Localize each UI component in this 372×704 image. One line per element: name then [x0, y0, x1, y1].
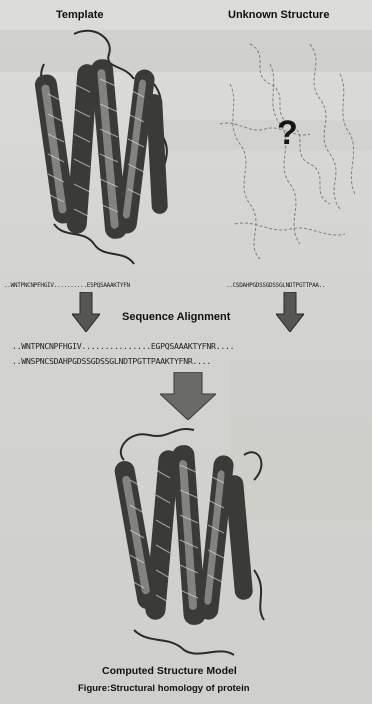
computed-model-label: Computed Structure Model [102, 665, 237, 677]
question-mark: ? [277, 114, 298, 153]
unknown-structure-label: Unknown Structure [228, 9, 329, 21]
template-label: Template [56, 9, 103, 21]
computed-model-image [104, 420, 274, 662]
template-protein-image [14, 24, 184, 274]
unknown-sequence-top: ..CSDAHPGDSSGDSSGLNDTPGTTPAA.. [226, 282, 325, 289]
template-sequence-top: ..WNTPNCNPFHGIV..........ESPQSAAAKTYFN [4, 282, 130, 289]
sequence-alignment-label: Sequence Alignment [122, 311, 230, 323]
figure-caption: Figure:Structural homology of protein [78, 683, 250, 694]
alignment-row-template: ..WNTPNCNPFHGIV...............EGPQSAAAKT… [12, 341, 234, 351]
down-arrow-center [160, 372, 216, 420]
down-arrow-right [276, 292, 304, 332]
down-arrow-left [72, 292, 100, 332]
alignment-row-unknown: ..WNSPNCSDAHPGDSSGDSSGLNDTPGTTPAAKTYFNR.… [12, 356, 211, 366]
